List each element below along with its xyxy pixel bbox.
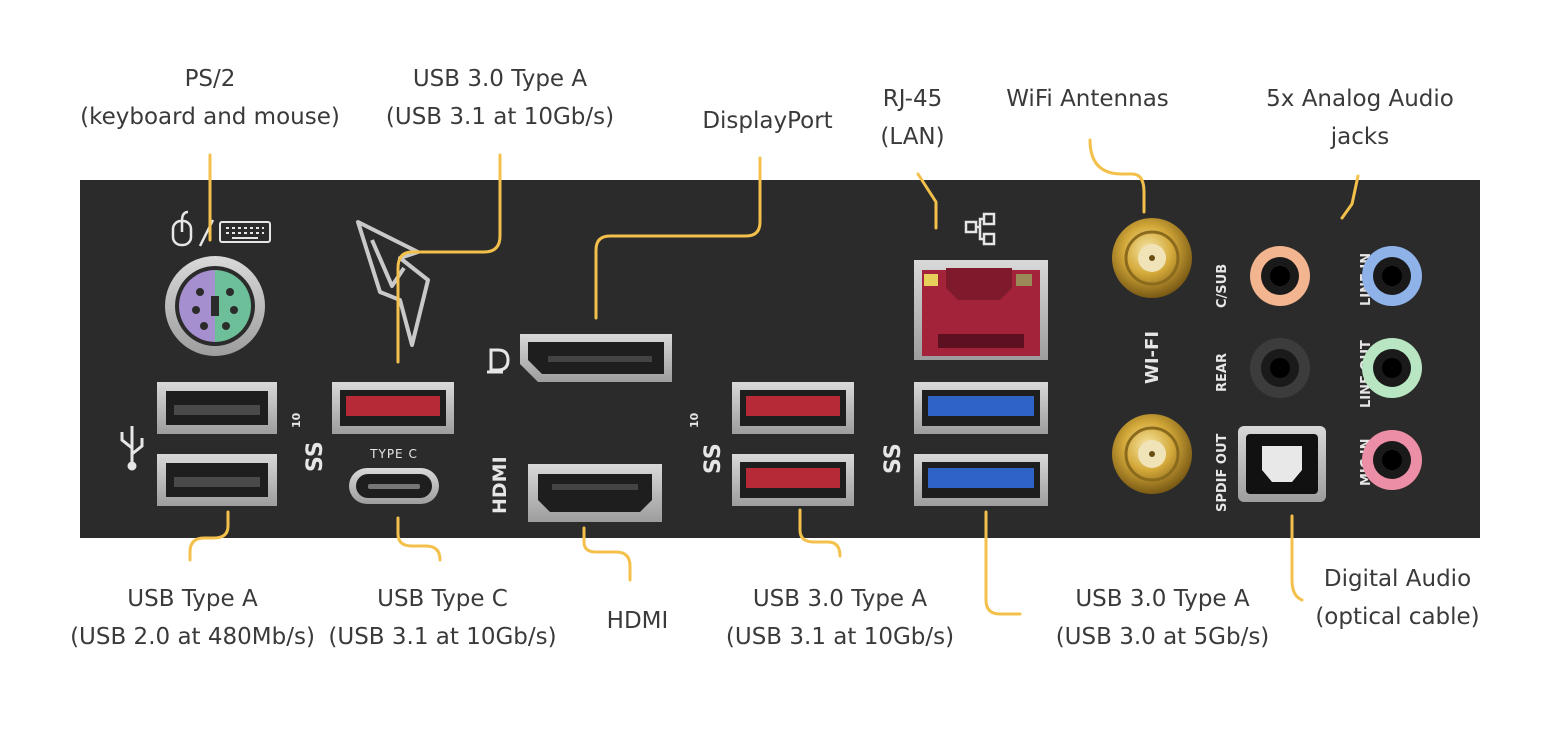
label-audio: 5x Analog Audio jacks [1245, 80, 1475, 156]
spdif-optical-port [1238, 426, 1326, 502]
wifi-panel-text: WI-FI [1142, 331, 1163, 384]
ss10-logo-middle: SS 10 [688, 412, 726, 474]
leader-line-audio [1340, 174, 1360, 220]
label-ps2-line2: (keyboard and mouse) [80, 104, 340, 130]
label-usb30-top-line2: (USB 3.1 at 10Gb/s) [385, 104, 615, 130]
label-usb31-bottom-line2: (USB 3.1 at 10Gb/s) [725, 624, 955, 650]
type-c-text: TYPE C [369, 447, 418, 461]
usb20-port-1 [157, 382, 277, 434]
label-usb20-line2: (USB 2.0 at 480Mb/s) [70, 624, 315, 650]
label-digital-audio-line2: (optical cable) [1315, 604, 1480, 630]
jack-label-csub: C/SUB [1215, 264, 1230, 308]
network-icon [964, 212, 996, 246]
leader-line-displayport [594, 156, 762, 320]
label-usbc-line2: (USB 3.1 at 10Gb/s) [328, 624, 557, 650]
ss10-number-middle: 10 [688, 412, 701, 428]
displayport-port [520, 334, 672, 382]
ss10-logo-left: SS 10 [290, 412, 328, 472]
label-usb20-line1: USB Type A [127, 586, 258, 612]
label-displayport-line1: DisplayPort [702, 108, 833, 134]
usb30-blue-port-1 [914, 382, 1048, 434]
label-usb30-bottom-line1: USB 3.0 Type A [1075, 586, 1250, 612]
keyboard-icon [219, 221, 271, 243]
label-usb20: USB Type A (USB 2.0 at 480Mb/s) [55, 580, 330, 656]
label-usb31-bottom: USB 3.0 Type A (USB 3.1 at 10Gb/s) [715, 580, 965, 656]
label-displayport: DisplayPort [680, 102, 855, 140]
leader-line-hdmi [582, 526, 632, 582]
usb31-red-port-middle-1 [732, 382, 854, 434]
leader-line-rj45 [916, 172, 938, 230]
label-usb30-bottom-line2: (USB 3.0 at 5Gb/s) [1055, 624, 1270, 650]
usbc-port [349, 468, 439, 504]
label-usb30-top: USB 3.0 Type A (USB 3.1 at 10Gb/s) [370, 60, 630, 136]
leader-line-usb30-top [396, 153, 502, 364]
label-ps2: PS/2 (keyboard and mouse) [70, 60, 350, 136]
displayport-icon [487, 348, 510, 374]
usb20-port-2 [157, 454, 277, 506]
ss-text-left: SS [303, 441, 328, 472]
label-usb31-bottom-line1: USB 3.0 Type A [752, 586, 928, 612]
label-digital-audio-line1: Digital Audio [1323, 566, 1472, 592]
rj45-port [914, 260, 1048, 360]
label-audio-line1: 5x Analog Audio [1266, 86, 1454, 112]
ss10-number-left: 10 [290, 412, 303, 428]
ss-text-middle: SS [701, 443, 726, 474]
ss-text-right: SS [881, 443, 906, 474]
label-rj45-line2: (LAN) [880, 124, 945, 150]
label-usb30-bottom: USB 3.0 Type A (USB 3.0 at 5Gb/s) [1045, 580, 1280, 656]
jack-label-rear: REAR [1215, 353, 1230, 392]
label-hdmi: HDMI [585, 602, 690, 640]
leader-line-wifi [1088, 138, 1146, 214]
jack-label-spdif: SPDIF OUT [1215, 433, 1230, 512]
wifi-antenna-bottom [1112, 414, 1192, 494]
label-ps2-line1: PS/2 [184, 66, 236, 92]
usb30-blue-port-2 [914, 454, 1048, 506]
hdmi-panel-text: HDMI [489, 456, 511, 514]
leader-line-usbc [396, 516, 442, 562]
audio-jack-micin [1362, 430, 1422, 490]
label-digital-audio: Digital Audio (optical cable) [1305, 560, 1490, 636]
leader-line-usb20 [188, 510, 230, 562]
leader-line-usb31-bottom [798, 508, 842, 558]
hdmi-port [528, 464, 662, 522]
ps2-port [165, 256, 265, 356]
mouse-icon [171, 210, 193, 247]
label-rj45: RJ-45 (LAN) [855, 80, 970, 156]
usb31-red-port-middle-2 [732, 454, 854, 506]
audio-jack-lineout [1362, 338, 1422, 398]
label-rj45-line1: RJ-45 [882, 86, 943, 112]
label-usbc-line1: USB Type C [377, 586, 508, 612]
audio-jack-csub [1250, 246, 1310, 306]
leader-line-digital-audio [1290, 514, 1304, 602]
label-wifi: WiFi Antennas [985, 80, 1190, 118]
wifi-antenna-top [1112, 218, 1192, 298]
leader-line-usb30-bottom [984, 510, 1022, 616]
usb-symbol-icon [120, 426, 144, 471]
label-usb30-top-line1: USB 3.0 Type A [412, 66, 588, 92]
audio-jack-rear [1250, 338, 1310, 398]
label-wifi-line1: WiFi Antennas [1006, 86, 1169, 112]
usb31-red-port-top [332, 382, 454, 434]
label-hdmi-line1: HDMI [606, 608, 669, 634]
label-audio-line2: jacks [1330, 124, 1390, 150]
label-usbc: USB Type C (USB 3.1 at 10Gb/s) [320, 580, 565, 656]
audio-jack-linein [1362, 246, 1422, 306]
